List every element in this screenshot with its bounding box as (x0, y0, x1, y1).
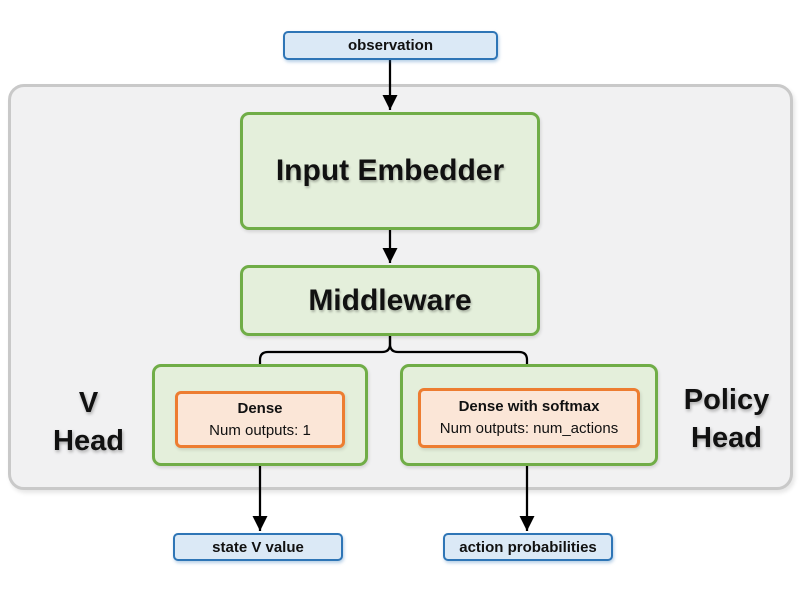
middleware-label: Middleware (308, 283, 472, 317)
middleware-node: Middleware (240, 265, 540, 336)
state-v-value-node: state V value (173, 533, 343, 561)
input-embedder-label: Input Embedder (275, 154, 505, 187)
v-head-dense-title: Dense (237, 399, 283, 417)
policy-head-dense-node: Dense with softmax Num outputs: num_acti… (418, 388, 640, 448)
input-embedder-node: Input Embedder (240, 112, 540, 230)
v-head-dense-node: Dense Num outputs: 1 (175, 391, 345, 448)
observation-label: observation (347, 37, 434, 54)
policy-head-dense-title: Dense with softmax (458, 398, 600, 416)
action-probabilities-label: action probabilities (459, 538, 597, 556)
state-v-value-label: state V value (212, 538, 304, 556)
observation-node: observation (283, 31, 498, 60)
policy-head-label-line1: Policy (683, 384, 770, 416)
v-head-label-line1: V (78, 387, 99, 419)
v-head-label: V Head (25, 384, 152, 460)
policy-head-label: Policy Head (660, 381, 793, 457)
policy-head-label-line2: Head (691, 422, 762, 454)
policy-head-dense-subtitle: Num outputs: num_actions (439, 420, 619, 437)
v-head-dense-subtitle: Num outputs: 1 (209, 421, 311, 439)
action-probabilities-node: action probabilities (443, 533, 613, 561)
v-head-label-line2: Head (53, 425, 124, 457)
